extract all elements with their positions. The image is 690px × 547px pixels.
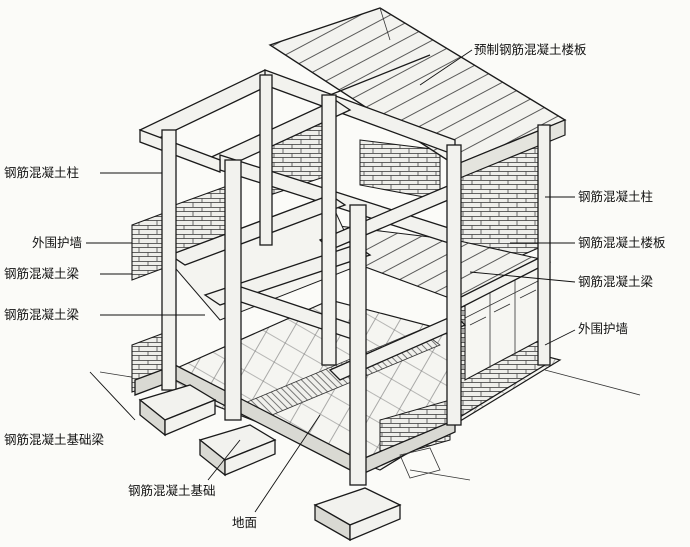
leader-lines — [86, 49, 576, 513]
label-ground: 地面 — [232, 515, 258, 530]
label-foundation-beam: 钢筋混凝土基础梁 — [4, 432, 105, 447]
footing-front — [313, 487, 402, 542]
label-column-left: 钢筋混凝土柱 — [4, 165, 80, 180]
columns — [161, 74, 551, 486]
label-beam-left-lower: 钢筋混凝土梁 — [4, 307, 80, 322]
footing-left — [138, 384, 217, 437]
label-wall-right: 外围护墙 — [578, 321, 629, 336]
label-precast-slab: 预制钢筋混凝土楼板 — [474, 42, 587, 57]
label-beam-left-upper: 钢筋混凝土梁 — [4, 266, 80, 281]
label-beam-right: 钢筋混凝土梁 — [578, 274, 654, 289]
footing-middle — [198, 424, 277, 477]
label-slab-right: 钢筋混凝土楼板 — [578, 235, 666, 250]
label-foundation: 钢筋混凝土基础 — [128, 483, 216, 498]
label-column-right: 钢筋混凝土柱 — [578, 189, 654, 204]
label-wall-left: 外围护墙 — [32, 235, 83, 250]
